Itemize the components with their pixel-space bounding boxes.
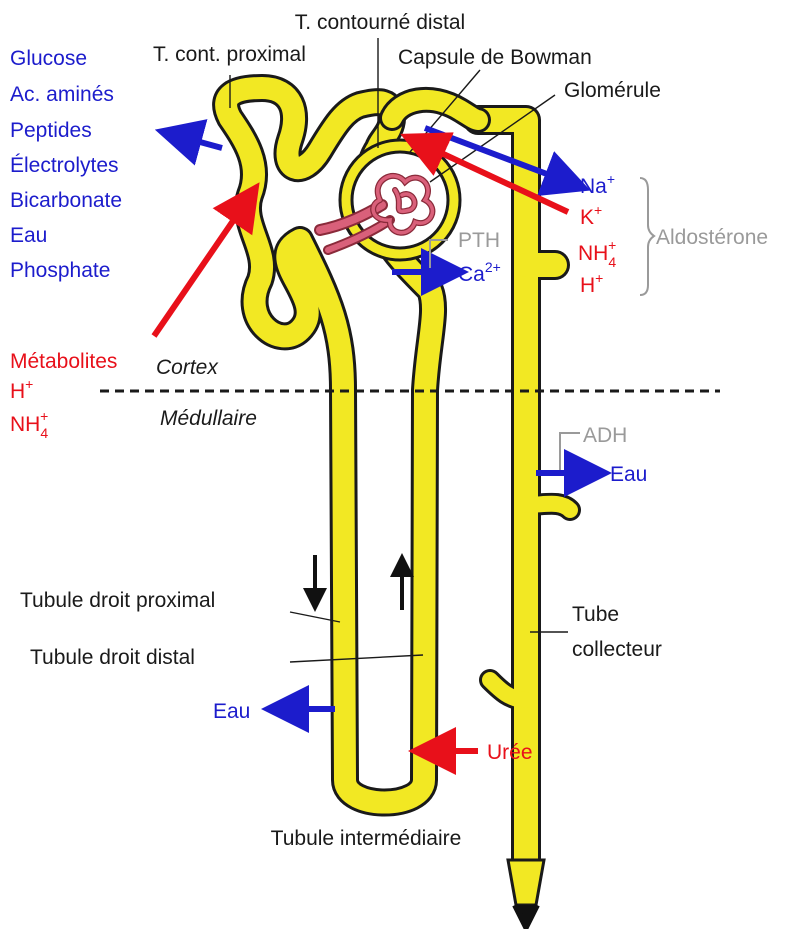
label-medullaire: Médullaire xyxy=(160,407,257,430)
secreted-proximal-list: Métabolites H+ NH4+ xyxy=(10,350,117,441)
reabsorbed-item: Peptides xyxy=(10,119,92,142)
label-glomerule: Glomérule xyxy=(564,79,661,102)
label-tubule-droit-distal: Tubule droit distal xyxy=(30,646,195,669)
label-adh: ADH xyxy=(583,424,627,447)
reabsorbed-item: Eau xyxy=(10,224,47,247)
label-eau-descending: Eau xyxy=(213,700,250,723)
reabsorbed-item: Ac. aminés xyxy=(10,83,114,106)
label-ca: Ca2+ xyxy=(458,259,501,286)
label-pth: PTH xyxy=(458,229,500,252)
label-aldosterone: Aldostérone xyxy=(656,226,768,249)
reabsorbed-item: Phosphate xyxy=(10,259,110,282)
reabsorbed-list: Glucose Ac. aminés Peptides Électrolytes… xyxy=(10,47,122,282)
label-h-distal: H+ xyxy=(580,270,603,297)
outflow-arrow xyxy=(515,905,537,927)
label-tubule-droit-proximal: Tubule droit proximal xyxy=(20,589,215,612)
label-capsule-bowman: Capsule de Bowman xyxy=(398,46,592,69)
label-cortex: Cortex xyxy=(156,356,219,379)
label-eau-collecteur: Eau xyxy=(610,463,647,486)
reabsorbed-item: Glucose xyxy=(10,47,87,70)
distal-ions: Na+ K+ NH4+ H+ Aldostérone PTH Ca2+ xyxy=(458,171,768,297)
label-nh4-distal: NH4+ xyxy=(578,237,616,270)
label-nh4-proximal: NH4+ xyxy=(10,408,48,441)
label-tube-collecteur-line1: Tube xyxy=(572,603,619,626)
label-k: K+ xyxy=(580,202,602,229)
reabsorbed-item: Bicarbonate xyxy=(10,189,122,212)
label-tubule-intermediaire: Tubule intermédiaire xyxy=(271,827,462,850)
label-t-cont-proximal: T. cont. proximal xyxy=(153,43,306,66)
label-metabolites: Métabolites xyxy=(10,350,117,373)
reabsorbed-item: Électrolytes xyxy=(10,154,119,177)
label-uree: Urée xyxy=(487,741,533,764)
label-t-contourne-distal: T. contourné distal xyxy=(295,11,465,34)
label-h-proximal: H+ xyxy=(10,376,33,403)
label-tube-collecteur-line2: collecteur xyxy=(572,638,662,661)
label-na: Na+ xyxy=(580,171,615,198)
